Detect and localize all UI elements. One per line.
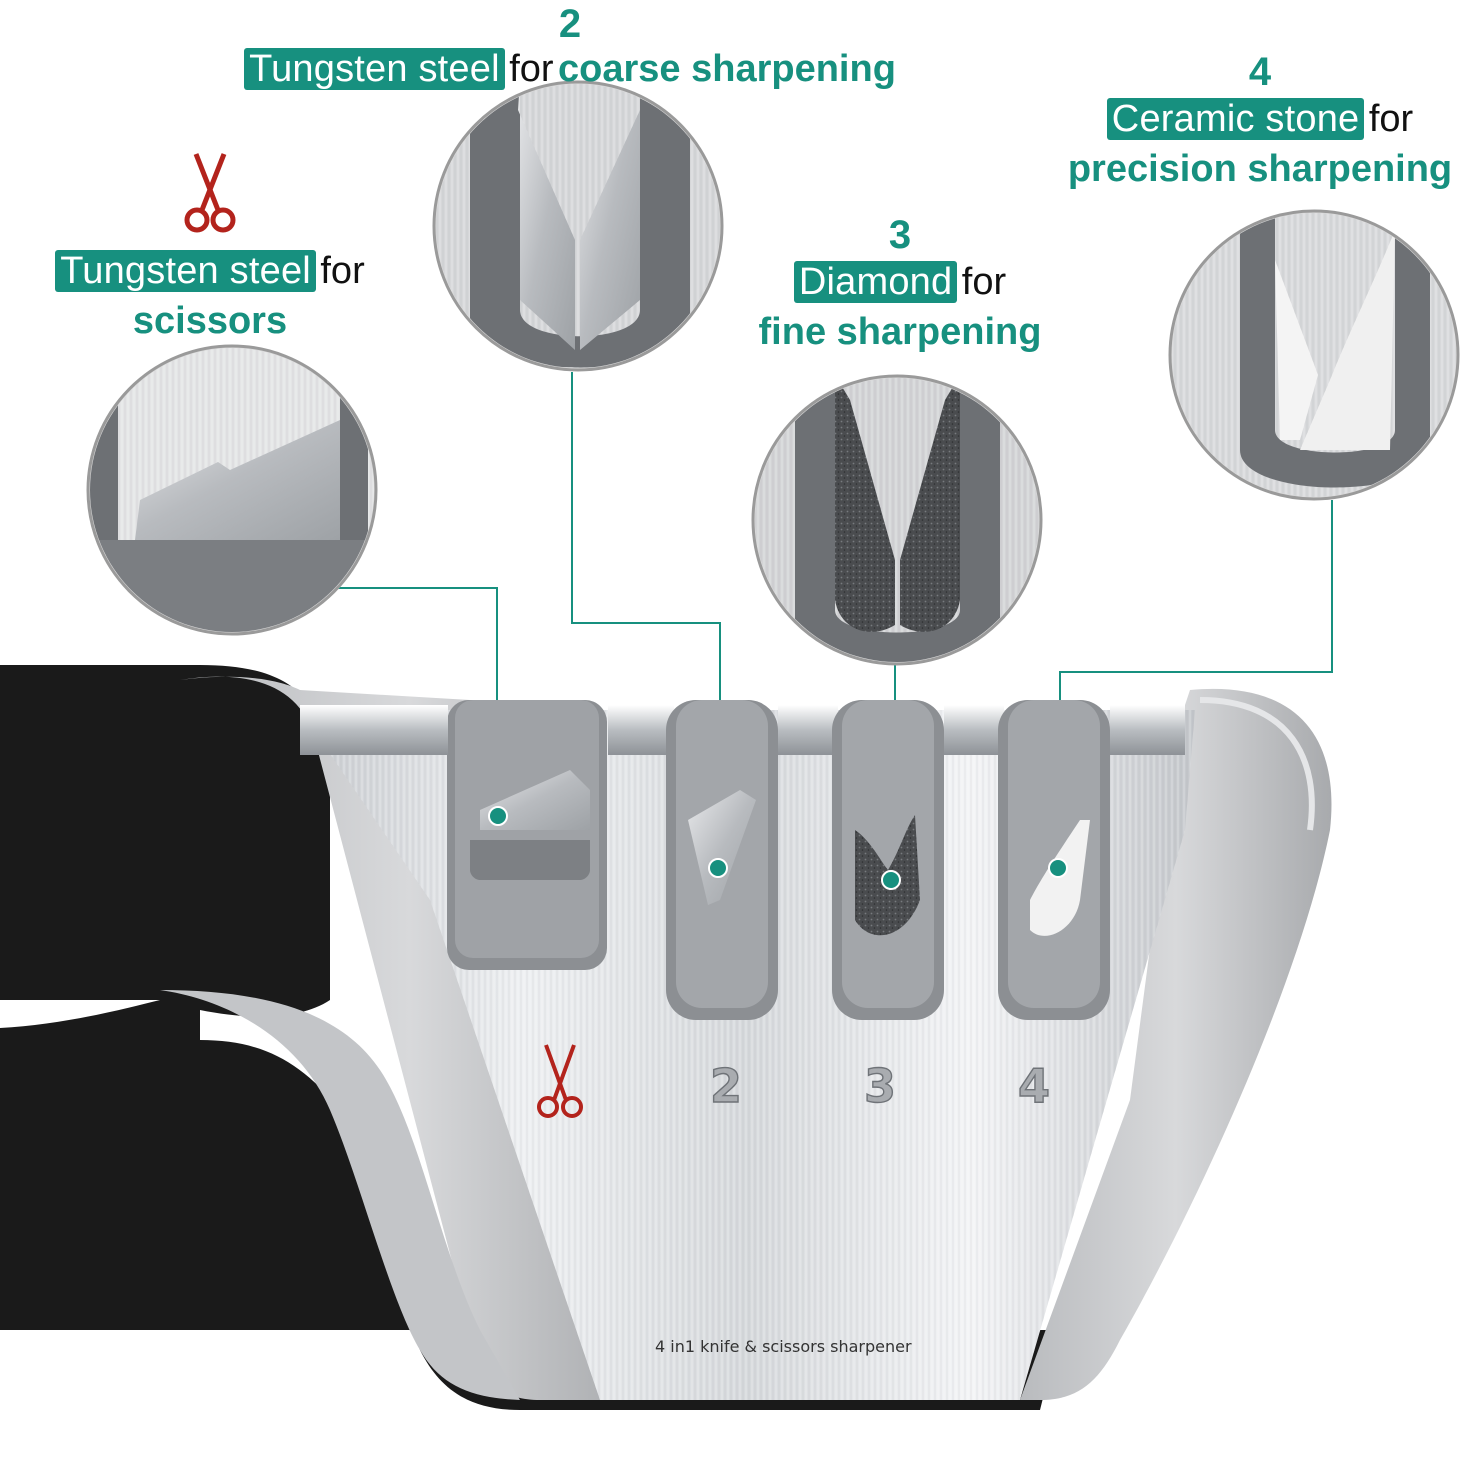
frame-grey-lower bbox=[160, 990, 520, 1400]
frame-grey-left bbox=[180, 676, 640, 1400]
purpose-label: fine sharpening bbox=[758, 311, 1042, 353]
material-label: Diamond bbox=[793, 261, 958, 303]
material-label: Tungsten steel bbox=[55, 250, 316, 292]
frame-grey-right bbox=[1020, 688, 1332, 1400]
magnifier-stage-2 bbox=[432, 80, 724, 372]
product-tagline: 4 in1 knife & scissors sharpener bbox=[655, 1337, 912, 1356]
pointer-dots bbox=[488, 806, 1068, 890]
purpose-label: scissors bbox=[132, 300, 288, 342]
slot-label-3: 3 bbox=[864, 1059, 896, 1113]
stage-number: 3 bbox=[888, 213, 912, 257]
magnifier-stage-3 bbox=[751, 374, 1043, 666]
stage-number: 4 bbox=[1248, 50, 1272, 94]
callout-stage-2: 2 Tungsten steel for coarse sharpening bbox=[190, 2, 950, 90]
purpose-label: coarse sharpening bbox=[558, 48, 896, 90]
callout-stage-3: 3 Diamond for fine sharpening bbox=[720, 215, 1080, 351]
engraved-scissors-icon bbox=[537, 1044, 583, 1118]
slot-scissors bbox=[300, 700, 674, 970]
handle-black bbox=[0, 665, 1060, 1410]
magnifier-stage-4 bbox=[1168, 209, 1460, 501]
purpose-label: precision sharpening bbox=[1067, 148, 1453, 190]
slot-label-4: 4 bbox=[1018, 1059, 1050, 1113]
slot-3 bbox=[832, 700, 1004, 1020]
connector-label: for bbox=[961, 261, 1007, 303]
slot-label-2: 2 bbox=[710, 1059, 742, 1113]
callout-stage-4: 4 Ceramic stone for precision sharpening bbox=[1040, 52, 1480, 188]
magnifier-scissors bbox=[86, 344, 378, 636]
sharpener-body: 2 3 4 4 in1 knife & scissors sharpener bbox=[0, 665, 1332, 1410]
scissors-icon bbox=[20, 150, 400, 238]
connector-label: for bbox=[509, 48, 554, 90]
callout-scissors: Tungsten steel for scissors bbox=[20, 150, 400, 340]
connector-label: for bbox=[1368, 98, 1414, 140]
connector-label: for bbox=[320, 250, 365, 292]
stage-number: 2 bbox=[558, 2, 582, 46]
material-label: Tungsten steel bbox=[244, 48, 505, 90]
material-label: Ceramic stone bbox=[1106, 98, 1365, 140]
